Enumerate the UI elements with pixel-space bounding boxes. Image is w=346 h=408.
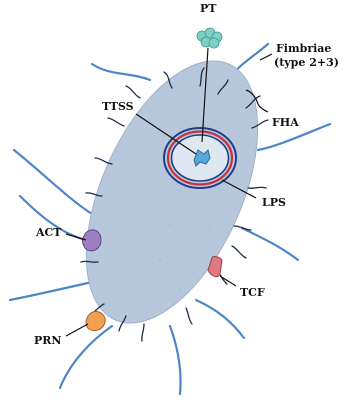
tcf-leader xyxy=(220,276,236,286)
fimbria-left-lower xyxy=(10,282,92,300)
lps-label: LPS xyxy=(262,196,286,209)
cell-body xyxy=(51,36,293,349)
pilus xyxy=(142,324,144,341)
pilus xyxy=(186,308,192,324)
tcf-label: TCF xyxy=(240,286,265,299)
pilus xyxy=(108,118,124,126)
fimbria-top-left xyxy=(92,64,150,80)
pt-label: PT xyxy=(200,2,217,15)
fimbria-right-mid xyxy=(242,228,298,260)
fha-label: FHA xyxy=(272,116,299,129)
pt-toxin xyxy=(197,28,222,48)
prn-label: PRN xyxy=(34,334,61,347)
act-label: ACT xyxy=(35,226,62,239)
fimbria-left-upper xyxy=(14,150,92,214)
bacterial-cell xyxy=(51,36,293,349)
fimbria-bottom-right xyxy=(196,300,244,338)
fimbria-bottom-mid xyxy=(170,326,181,394)
prn-leader xyxy=(66,324,88,336)
fimbriae-leader xyxy=(260,54,272,60)
ttss-label: TTSS xyxy=(102,100,134,113)
prn-factor xyxy=(86,312,105,331)
pilus xyxy=(232,246,246,258)
pilus xyxy=(248,187,266,188)
pilus xyxy=(126,86,140,98)
fimbriae-type-label: (type 2+3) xyxy=(274,56,339,69)
fimbriae-label: Fimbriae xyxy=(276,42,331,55)
lps-membrane xyxy=(164,128,236,188)
